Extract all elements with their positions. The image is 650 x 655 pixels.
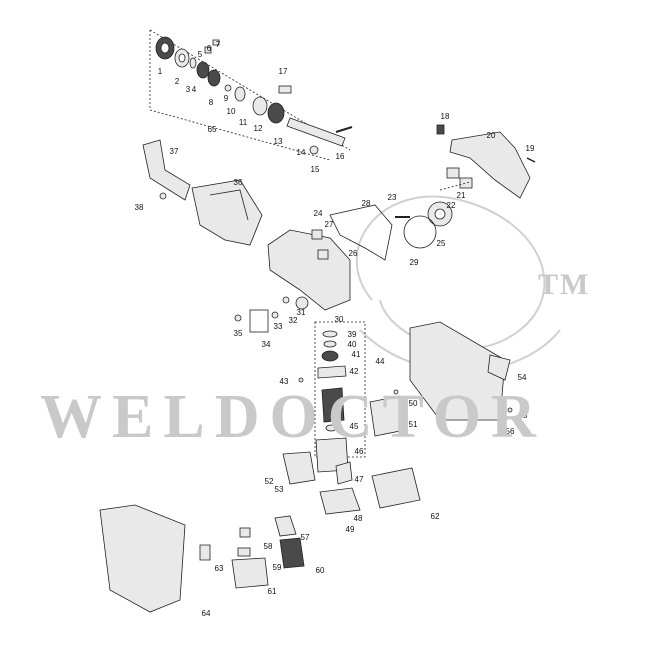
- part-callout: 32: [288, 316, 298, 325]
- part-callout: 60: [315, 566, 325, 575]
- rear-frame: [436, 124, 536, 199]
- part-callout: 4: [191, 85, 197, 94]
- part-callout: 44: [375, 357, 385, 366]
- part-callout: 57: [300, 533, 310, 542]
- part-callout: 23: [387, 193, 397, 202]
- part-callout: 65: [207, 125, 217, 134]
- part-callout: 35: [233, 329, 243, 338]
- part-callout: 31: [296, 308, 306, 317]
- part-callout: 26: [348, 249, 358, 258]
- part-callout: 6: [206, 44, 212, 53]
- part-callout: 59: [272, 563, 282, 572]
- part-callout: 30: [334, 315, 344, 324]
- part-callout: 37: [169, 147, 179, 156]
- part-callout: 49: [345, 525, 355, 534]
- part-callout: 54: [517, 373, 527, 382]
- part-callout: 1: [157, 67, 163, 76]
- part-callout: 14: [296, 148, 306, 157]
- part-callout: 5: [197, 50, 203, 59]
- lower-parts: [99, 504, 305, 613]
- part-callout: 13: [273, 137, 283, 146]
- motor-stack: [298, 321, 366, 515]
- part-callout: 39: [347, 330, 357, 339]
- part-callout: 3: [185, 85, 191, 94]
- watermark-trademark: TM: [538, 268, 591, 301]
- part-callout: 11: [238, 118, 248, 127]
- part-callout: 36: [233, 178, 243, 187]
- part-callout: 58: [263, 542, 273, 551]
- gear-housing: [234, 201, 453, 333]
- part-callout: 45: [349, 422, 359, 431]
- part-callout: 42: [349, 367, 359, 376]
- part-callout: 61: [267, 587, 277, 596]
- part-callout: 25: [436, 239, 446, 248]
- part-callout: 33: [273, 322, 283, 331]
- part-callout: 8: [208, 98, 214, 107]
- part-callout: 7: [215, 40, 221, 49]
- part-callout: 51: [408, 420, 418, 429]
- part-callout: 16: [335, 152, 345, 161]
- part-callout: 10: [226, 107, 236, 116]
- part-callout: 40: [347, 340, 357, 349]
- part-callout: 17: [278, 67, 288, 76]
- part-callout: 2: [174, 77, 180, 86]
- part-callout: 47: [354, 475, 364, 484]
- part-callout: 46: [354, 447, 364, 456]
- guide-and-housing: [142, 139, 263, 246]
- part-callout: 56: [505, 427, 515, 436]
- part-callout: 41: [351, 350, 361, 359]
- part-callout: 50: [408, 399, 418, 408]
- part-callout: 15: [310, 165, 320, 174]
- part-callout: 22: [446, 201, 456, 210]
- watermark-text: WELDOCTOR: [40, 383, 546, 451]
- part-callout: 38: [134, 203, 144, 212]
- part-callout: 24: [313, 209, 323, 218]
- part-callout: 53: [274, 485, 284, 494]
- part-callout: 64: [201, 609, 211, 618]
- part-callout: 18: [440, 112, 450, 121]
- part-callout: 52: [264, 477, 274, 486]
- part-callout: 63: [214, 564, 224, 573]
- part-callout: 28: [361, 199, 371, 208]
- part-callout: 62: [430, 512, 440, 521]
- part-callout: 55: [518, 411, 528, 420]
- part-callout: 9: [223, 94, 229, 103]
- part-callout: 34: [261, 340, 271, 349]
- part-callout: 48: [353, 514, 363, 523]
- part-callout: 43: [279, 377, 289, 386]
- part-callout: 20: [486, 131, 496, 140]
- part-callout: 19: [525, 144, 535, 153]
- part-callout: 21: [456, 191, 466, 200]
- shaft-assembly: [149, 29, 353, 161]
- part-callout: 29: [409, 258, 419, 267]
- part-callout: 27: [324, 220, 334, 229]
- switch-and-handle: [282, 321, 513, 509]
- part-callout: 12: [253, 124, 263, 133]
